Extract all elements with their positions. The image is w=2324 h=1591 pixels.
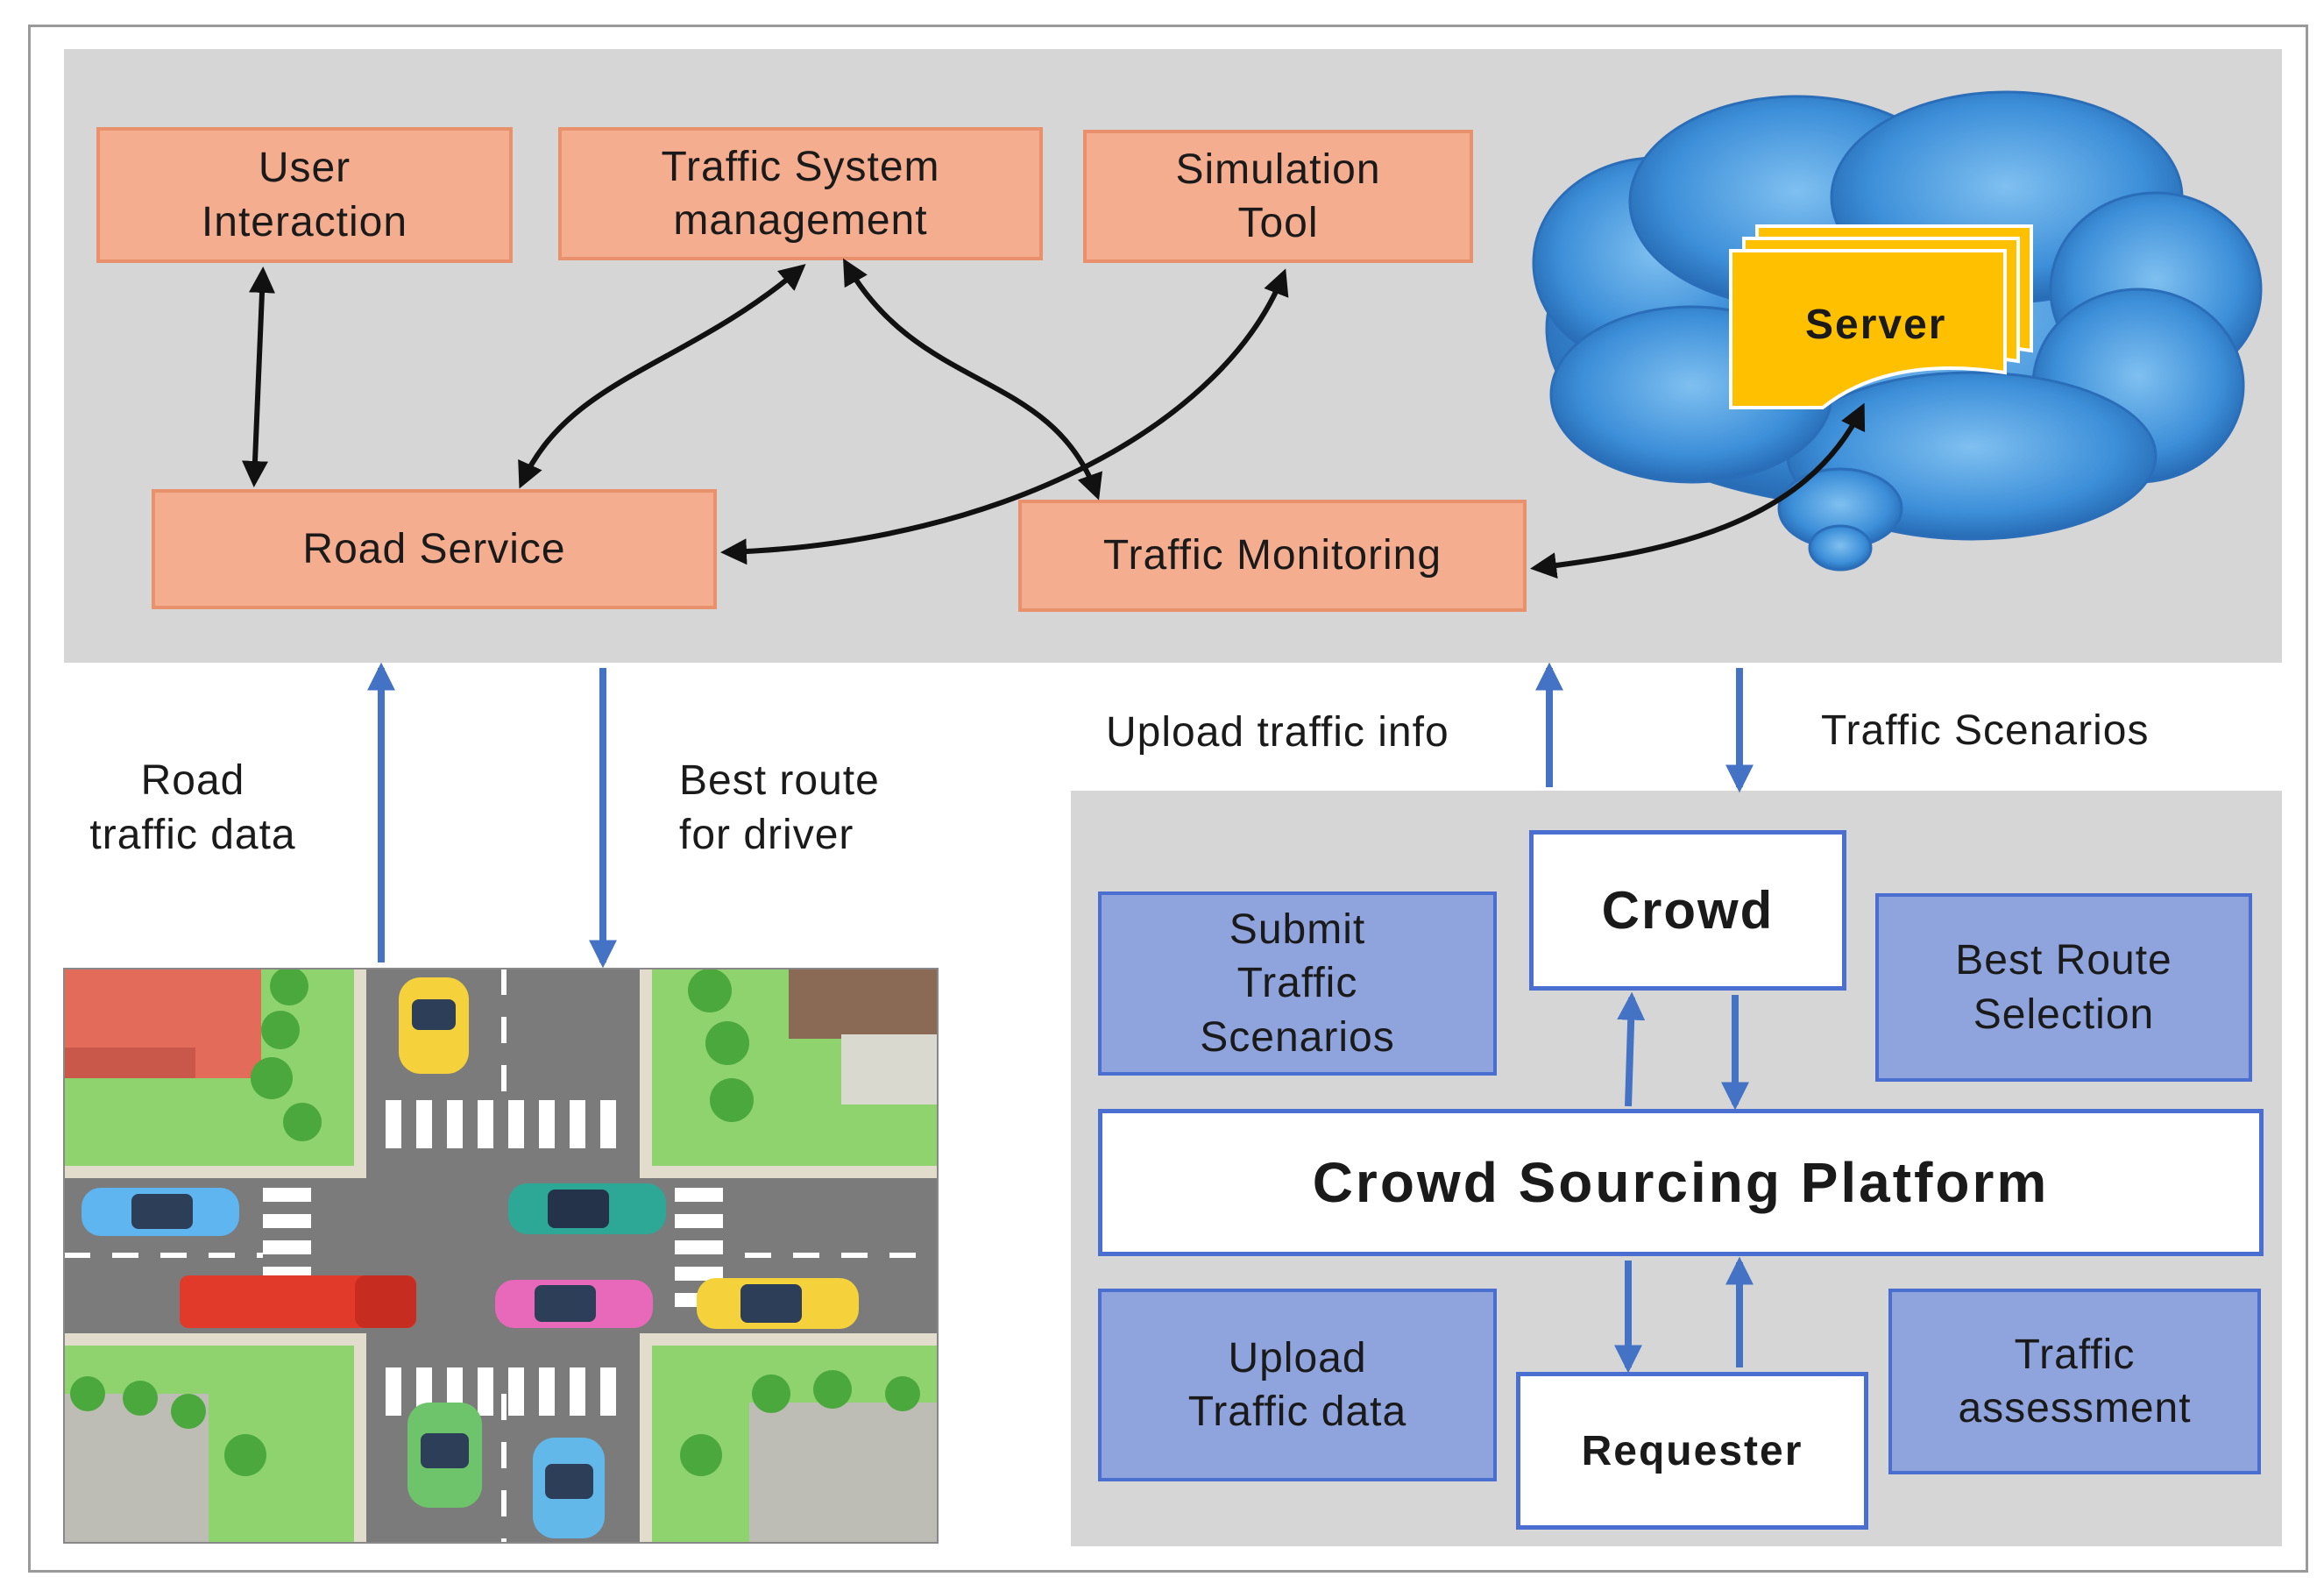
arrow-tm-server — [1530, 402, 1866, 579]
traffic-system-management-box: Traffic System management — [558, 127, 1043, 260]
road-traffic-data-label: Road traffic data — [89, 757, 296, 859]
simulation-tool-box: Simulation Tool — [1083, 130, 1473, 263]
submit-traffic-scenarios-box: Submit Traffic Scenarios — [1098, 891, 1497, 1076]
best-route-selection-box: Best Route Selection — [1875, 893, 2252, 1082]
traffic-scenarios-label: Traffic Scenarios — [1821, 707, 2150, 754]
arrow-tm-tsm — [843, 258, 1102, 501]
arrow-road-sim — [720, 268, 1289, 565]
arrow-road-tsm — [518, 264, 806, 489]
user-interaction-box: User Interaction — [96, 127, 513, 263]
road-service-box: Road Service — [152, 489, 717, 609]
upload-traffic-info-label: Upload traffic info — [1106, 709, 1449, 756]
requester-box: Requester — [1516, 1372, 1868, 1530]
traffic-assessment-box: Traffic assessment — [1888, 1289, 2261, 1474]
crowd-sourcing-platform-box: Crowd Sourcing Platform — [1098, 1109, 2264, 1256]
crowd-box: Crowd — [1529, 830, 1846, 991]
arrow-ui-road — [242, 266, 275, 487]
arrow-platform-to-crowd — [1617, 991, 1646, 1107]
figure-frame — [28, 25, 2308, 1573]
best-route-for-driver-label: Best route for driver — [679, 757, 880, 859]
server-stack-icon — [1729, 224, 2033, 409]
upload-traffic-data-box: Upload Traffic data — [1098, 1289, 1497, 1481]
server-label: Server — [1805, 302, 1947, 348]
